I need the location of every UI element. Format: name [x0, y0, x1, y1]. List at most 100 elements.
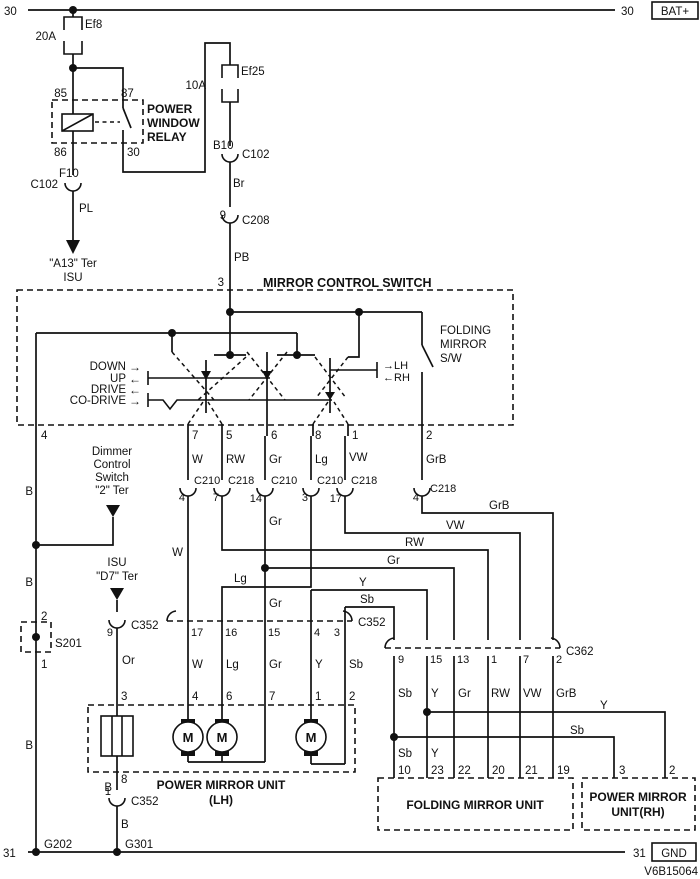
- branch-f10-isu: F10 C102 PL "A13" Ter ISU: [31, 131, 97, 284]
- down-arrow-icon: →: [129, 360, 141, 374]
- wire-label-vw-mid: VW: [446, 520, 465, 532]
- drive-arrow-icon: ←: [129, 383, 141, 397]
- relay-title-2: WINDOW: [147, 116, 200, 130]
- c352-pin-9: 9: [107, 627, 113, 639]
- cmd-codrive: CO-DRIVE: [70, 395, 127, 407]
- power-mirror-unit-lh-title: POWER MIRROR UNIT: [157, 778, 286, 792]
- c362-wire-gr: Gr: [458, 688, 471, 700]
- connector-c362-label: C362: [566, 646, 594, 658]
- mirror-motor-3: M: [295, 719, 327, 756]
- lh-pin-2: 2: [349, 691, 355, 703]
- dimmer-4: "2" Ter: [95, 485, 129, 497]
- power-mirror-unit-rh-title2: UNIT(RH): [611, 805, 664, 819]
- wire-label-grb: GrB: [426, 454, 447, 466]
- pin-2: 2: [426, 430, 432, 442]
- mirror-control-switch-box: [16, 289, 514, 426]
- wire-label-gr: Gr: [269, 454, 282, 466]
- c352-pin-17: 17: [191, 627, 203, 639]
- mirror-heater-element: [100, 715, 134, 757]
- bat-box: [651, 1, 699, 20]
- sub-wire-y: Y: [431, 748, 439, 760]
- codrive-arrow-icon: →: [129, 394, 141, 408]
- connector-c352a-label: C352: [131, 620, 159, 632]
- lh-wire-sb: Sb: [349, 659, 363, 671]
- s201-pin-2: 2: [41, 611, 47, 623]
- folding-pin-23: 23: [431, 765, 444, 777]
- isu-terminal-icon: [110, 588, 124, 600]
- wire-label-b2: B: [25, 577, 33, 589]
- connector-c208: [221, 214, 239, 224]
- wire-label-w: W: [192, 454, 203, 466]
- wire-label-gr-lower: Gr: [269, 598, 282, 610]
- branch-ef25-c208: Ef25 10A B10 C102 Br 9 C208 PB 3: [186, 64, 270, 355]
- c362-pin-2: 2: [556, 654, 562, 666]
- c210-pin-4: 4: [179, 492, 185, 504]
- cmd-up: UP: [110, 373, 126, 385]
- isu-d7-branch: ISU "D7" Ter 9 C352 Or: [96, 557, 159, 716]
- gnd-rail: 31 31 GND G202 G301 V6B15064: [3, 839, 699, 878]
- power-mirror-unit-rh-box: [581, 777, 696, 831]
- lh-pin-1: 1: [315, 691, 321, 703]
- folding-mirror-unit: FOLDING MIRROR UNIT: [377, 777, 574, 831]
- switch-output-wires: 4 7 5 6 8 1 2 W RW Gr Lg VW GrB C210 C21…: [41, 430, 456, 505]
- fuse-ef25-rating: 10A: [186, 80, 207, 92]
- a13-ter: "A13" Ter: [49, 258, 97, 270]
- wire-label-lg-mid: Lg: [234, 573, 247, 585]
- folding-sw-3: S/W: [440, 353, 462, 365]
- lh-wire-gr: Gr: [269, 659, 282, 671]
- relay-pin-86: 86: [54, 147, 67, 159]
- s201-pin-1: 1: [41, 659, 47, 671]
- c352-pin-1: 1: [105, 786, 111, 798]
- rh-pin-2: 2: [669, 765, 675, 777]
- connector-c208-label: C208: [242, 215, 270, 227]
- relay-pin-87: 87: [121, 88, 134, 100]
- folding-sw-2: MIRROR: [440, 339, 487, 351]
- pin-b10: B10: [213, 140, 233, 152]
- cmd-drive: DRIVE: [91, 384, 126, 396]
- pin-8: 8: [315, 430, 321, 442]
- fuse-ef8-name: Ef8: [85, 19, 102, 31]
- wire-label-y-mid: Y: [359, 577, 367, 589]
- c362-wire-vw: VW: [523, 688, 542, 700]
- mirror-motor-1: M: [172, 719, 204, 756]
- wire-label-pb: PB: [234, 252, 250, 264]
- c352-pin-4: 4: [314, 627, 320, 639]
- wire-label-sb-mid: Sb: [360, 594, 374, 606]
- wire-label-gr-upper: Gr: [269, 516, 282, 528]
- wire-label-lg: Lg: [315, 454, 328, 466]
- folding-rh: ←RH: [383, 372, 410, 384]
- dimmer-3: Switch: [95, 472, 129, 484]
- motor-m-label: M: [306, 730, 317, 745]
- pin-6: 6: [271, 430, 277, 442]
- power-mirror-unit-lh-sub: (LH): [209, 793, 233, 807]
- c362-wire-sb: Sb: [398, 688, 412, 700]
- wire-label-vw: VW: [349, 452, 368, 464]
- bat-rail: 30 30 BAT+: [4, 1, 699, 20]
- lh-wire-lg: Lg: [226, 659, 239, 671]
- wire-label-grb-mid: GrB: [489, 500, 510, 512]
- c218-pin-17: 17: [330, 493, 342, 505]
- pin-f10: F10: [59, 168, 79, 180]
- motor-m-label: M: [217, 730, 228, 745]
- connector-c352-pin9: [108, 619, 126, 629]
- rail-31-right: 31: [633, 848, 646, 860]
- relay-coil: [61, 113, 94, 132]
- folding-mirror-unit-title: FOLDING MIRROR UNIT: [406, 798, 544, 812]
- connector-c210-a: C210: [194, 475, 220, 487]
- relay-title-3: RELAY: [147, 130, 187, 144]
- folding-mirror-unit-box: [377, 777, 574, 831]
- relay-pin-85: 85: [54, 88, 67, 100]
- connector-c210-c: C210: [317, 475, 343, 487]
- folding-pin-20: 20: [492, 765, 505, 777]
- c362-pin-13: 13: [457, 654, 469, 666]
- c352-pin-15: 15: [268, 627, 280, 639]
- power-window-relay: 85 87 86 30 POWER WINDOW RELAY: [51, 42, 231, 173]
- switch-arrow-3: [325, 392, 335, 400]
- folding-lh: →LH: [383, 360, 408, 372]
- wire-label-b4: B: [104, 782, 112, 794]
- folding-switch-blade: [421, 344, 434, 368]
- wire-label-br: Br: [233, 178, 245, 190]
- folding-pin-22: 22: [458, 765, 471, 777]
- lh-pin-7: 7: [269, 691, 275, 703]
